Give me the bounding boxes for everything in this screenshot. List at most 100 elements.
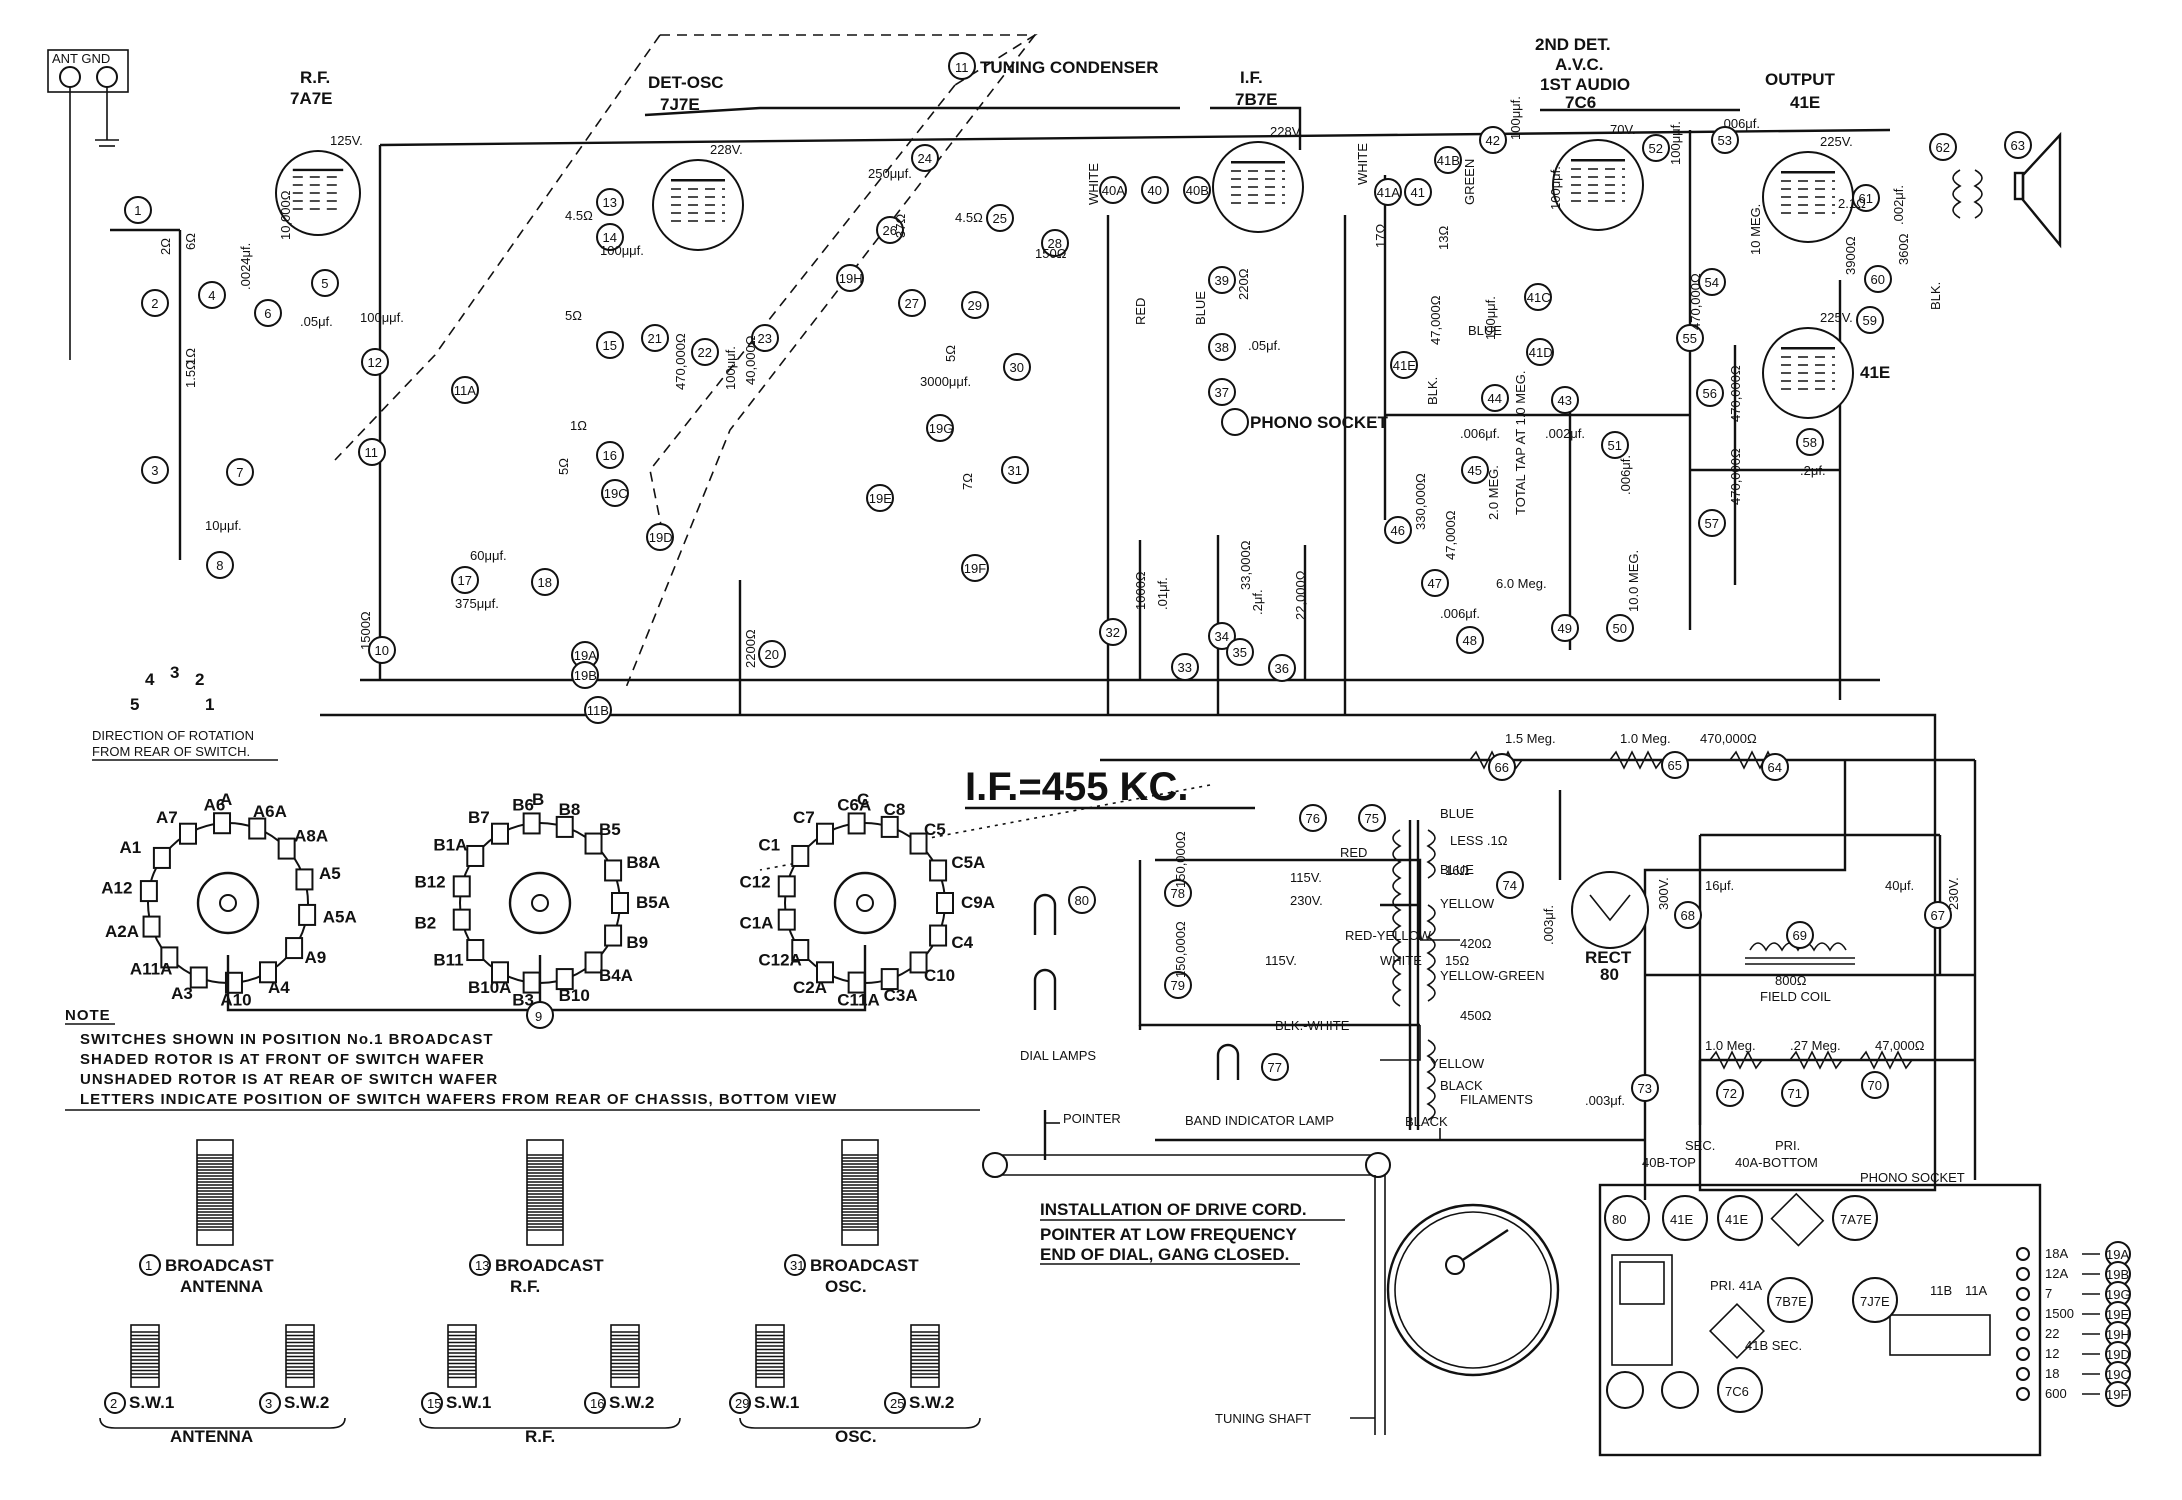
coil-form — [196, 1139, 234, 1246]
tube-voltage: 125V. — [330, 133, 363, 148]
callout-number: 8 — [216, 558, 223, 573]
trimmer-value: 12A — [2045, 1266, 2068, 1281]
wafer-lug — [142, 915, 161, 938]
svg-text:420Ω: 420Ω — [1460, 936, 1492, 951]
callout-30: 30 — [1003, 353, 1031, 381]
callout-number: 43 — [1558, 393, 1572, 408]
component-value: .006μf. — [1460, 426, 1500, 441]
trimmer-hole — [2016, 1307, 2030, 1321]
callout-41b: 41B — [1434, 146, 1462, 174]
tube-voltage: 70V. — [1610, 122, 1636, 137]
callout-circle — [1208, 333, 1236, 361]
callout-circle — [898, 289, 926, 317]
component-value: 1Ω — [570, 418, 587, 433]
callout-circle — [1698, 268, 1726, 296]
callout-number: 23 — [758, 331, 772, 346]
svg-text:BAND INDICATOR LAMP: BAND INDICATOR LAMP — [1185, 1113, 1334, 1128]
callout-number: 1 — [134, 203, 141, 218]
wafer-contact-label: A7 — [156, 808, 178, 827]
callout-4: 4 — [198, 281, 226, 309]
component-value: .05μf. — [300, 314, 333, 329]
trimmer-value: 22 — [2045, 1326, 2059, 1341]
callout-8: 8 — [206, 551, 234, 579]
callout-circle — [1861, 1071, 1889, 1099]
svg-text:BLK.: BLK. — [1928, 282, 1943, 310]
callout-number: 44 — [1488, 391, 1502, 406]
callout-34: 34 — [1208, 622, 1236, 650]
dial-assembly: DIAL LAMPS BAND INDICATOR LAMP POINTER I… — [982, 893, 1560, 1435]
wafer-lug — [466, 844, 485, 867]
callout-circle — [1421, 569, 1449, 597]
callout-circle — [1208, 266, 1236, 294]
component-value: 1.5Ω — [183, 360, 198, 388]
callout-circle — [1661, 751, 1689, 779]
wafer-contact-label: A6 — [204, 795, 226, 814]
component-value: 250μμf. — [868, 166, 912, 181]
callout-circle — [368, 636, 396, 664]
callout-number: 53 — [1718, 133, 1732, 148]
callout-40a: 40A — [1099, 176, 1127, 204]
callout-number: 73 — [1638, 1081, 1652, 1096]
coil-number: 3 — [265, 1396, 272, 1411]
wafer-lug — [259, 961, 277, 984]
callout-number: 12 — [368, 355, 382, 370]
callout-78: 78 — [1164, 879, 1192, 907]
coil-name: S.W.1 — [754, 1393, 799, 1412]
callout-circle — [1924, 901, 1952, 929]
wafer-lug — [929, 924, 948, 947]
callout-circle — [1261, 1053, 1289, 1081]
wafer-rotor — [196, 871, 260, 935]
svg-text:LETTERS INDICATE POSITION OF S: LETTERS INDICATE POSITION OF SWITCH WAFE… — [80, 1091, 837, 1108]
callout-42: 42 — [1479, 126, 1507, 154]
callout-10: 10 — [368, 636, 396, 664]
wafer-letter: A — [220, 790, 232, 809]
callout-circle — [1461, 456, 1489, 484]
svg-text:WHITE: WHITE — [1086, 163, 1101, 205]
wafer-letter: B — [532, 790, 544, 809]
component-value: .003μf. — [1541, 905, 1556, 945]
wafer-lug — [791, 844, 810, 867]
component-value: .002μf. — [1545, 426, 1585, 441]
component-value: 470,000Ω — [1688, 273, 1703, 330]
component-value: 100μμf. — [1508, 96, 1523, 140]
wafer-lug — [248, 817, 267, 840]
wafer-contact-label: B9 — [626, 933, 648, 952]
callout-number: 18 — [538, 575, 552, 590]
svg-text:DIRECTION OF ROTATION: DIRECTION OF ROTATION — [92, 728, 254, 743]
callout-number: 41C — [1527, 290, 1551, 305]
note-block: NOTE SWITCHES SHOWN IN POSITION No.1 BRO… — [65, 1007, 980, 1111]
svg-text:.27 Meg.: .27 Meg. — [1790, 1038, 1841, 1053]
callout-circle — [836, 264, 864, 292]
svg-text:BLUE: BLUE — [1468, 323, 1502, 338]
callout-circle — [646, 523, 674, 551]
callout-number: 41B — [1437, 153, 1460, 168]
socket-label: 7C6 — [1725, 1384, 1749, 1399]
coil-sub: OSC. — [825, 1277, 867, 1296]
callout-number: 52 — [1649, 141, 1663, 156]
callout-circle — [531, 568, 559, 596]
callout-circle — [1456, 626, 1484, 654]
callout-57: 57 — [1698, 509, 1726, 537]
svg-text:WHITE: WHITE — [1355, 143, 1370, 185]
svg-text:40μf.: 40μf. — [1885, 878, 1914, 893]
tube-function: OUTPUT — [1765, 70, 1836, 89]
callout-circle — [141, 456, 169, 484]
coil-group-label: ANTENNA — [170, 1427, 253, 1446]
trimmer-value: 600 — [2045, 1386, 2067, 1401]
callout-circle — [1864, 265, 1892, 293]
tube-type: 41E — [1860, 363, 1890, 382]
callout-13: 13 — [596, 188, 624, 216]
svg-text:NOTE: NOTE — [65, 1007, 111, 1024]
svg-text:470,000Ω: 470,000Ω — [1700, 731, 1757, 746]
callout-circle — [1041, 229, 1069, 257]
coil-num-circle — [784, 1254, 806, 1276]
svg-text:1.0 Meg.: 1.0 Meg. — [1705, 1038, 1756, 1053]
wafer-lug — [604, 859, 623, 882]
callout-59: 59 — [1856, 306, 1884, 334]
